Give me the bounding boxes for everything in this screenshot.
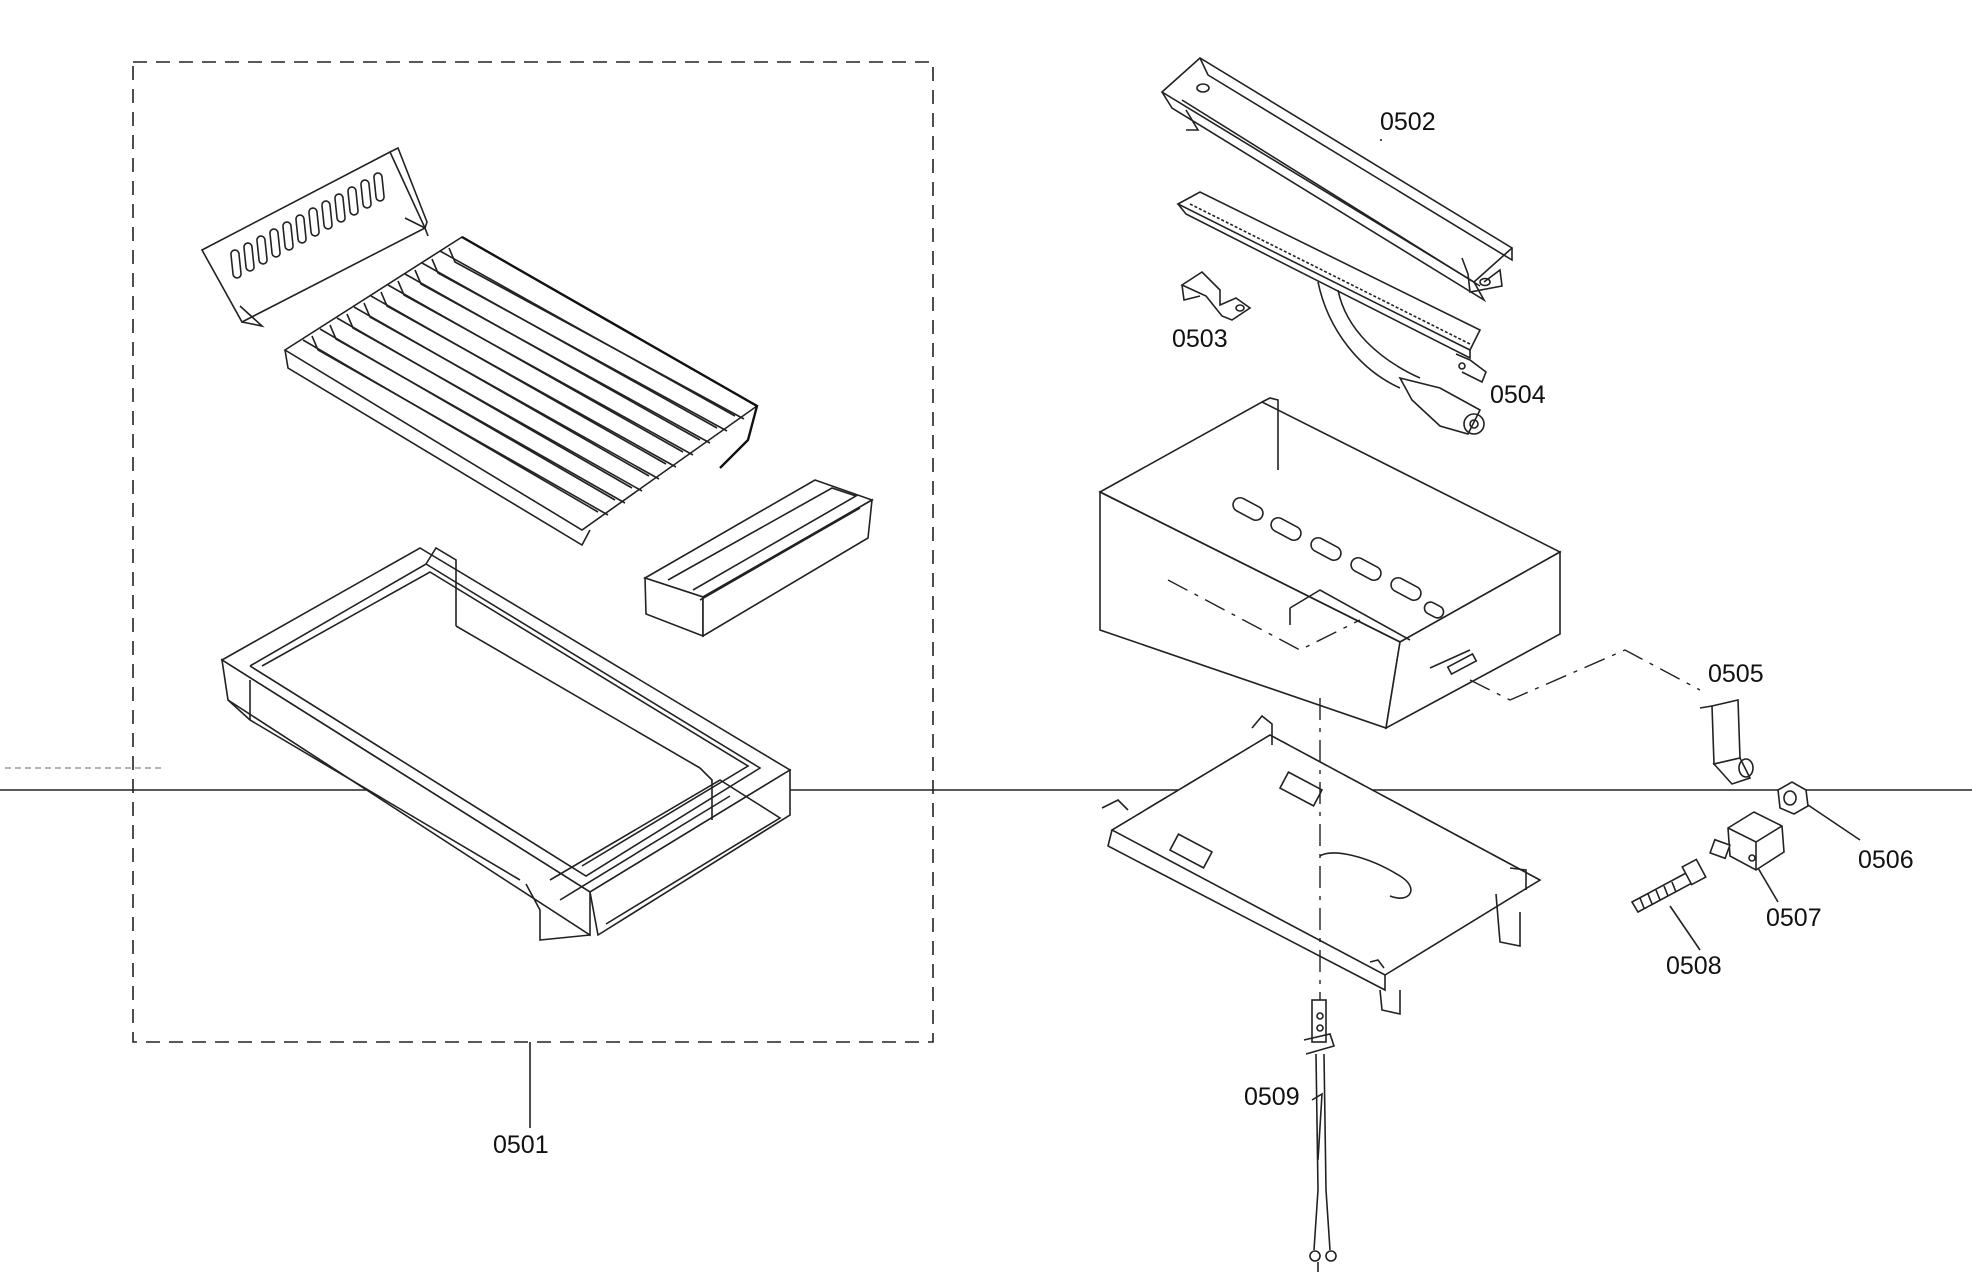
part-0508-orifice: [1630, 858, 1707, 951]
burner-box: [1098, 397, 1701, 730]
label-0504: 0504: [1490, 381, 1546, 409]
label-0502: 0502: [1380, 108, 1436, 136]
part-0502-heat-shield: [1160, 57, 1514, 303]
grease-tray: [643, 479, 874, 638]
part-0505-bracket: [1699, 699, 1754, 785]
label-0509: 0509: [1244, 1083, 1300, 1111]
label-0508: 0508: [1666, 952, 1722, 980]
label-0503: 0503: [1172, 325, 1228, 353]
part-0507-valve: [1709, 811, 1785, 903]
drip-pan: [220, 546, 792, 941]
grill-screen-panel: [200, 146, 429, 328]
part-0509-igniter: [1303, 999, 1337, 1272]
label-0506: 0506: [1858, 846, 1914, 874]
grill-grate: [283, 235, 759, 547]
part-0506-fitting: [1777, 781, 1861, 841]
label-0507: 0507: [1766, 904, 1822, 932]
kit-dashed-frame: [132, 61, 934, 1043]
part-0501-kit-group: [132, 61, 934, 1128]
label-0501: 0501: [493, 1131, 549, 1159]
leader-0506: [1807, 804, 1861, 841]
part-0503-bracket: [1180, 270, 1252, 321]
base-plate: [1101, 698, 1542, 1015]
label-0505: 0505: [1708, 660, 1764, 688]
part-0504-burner-tube: [1176, 191, 1487, 435]
leader-0507: [1757, 867, 1779, 903]
leader-0508: [1669, 905, 1701, 951]
